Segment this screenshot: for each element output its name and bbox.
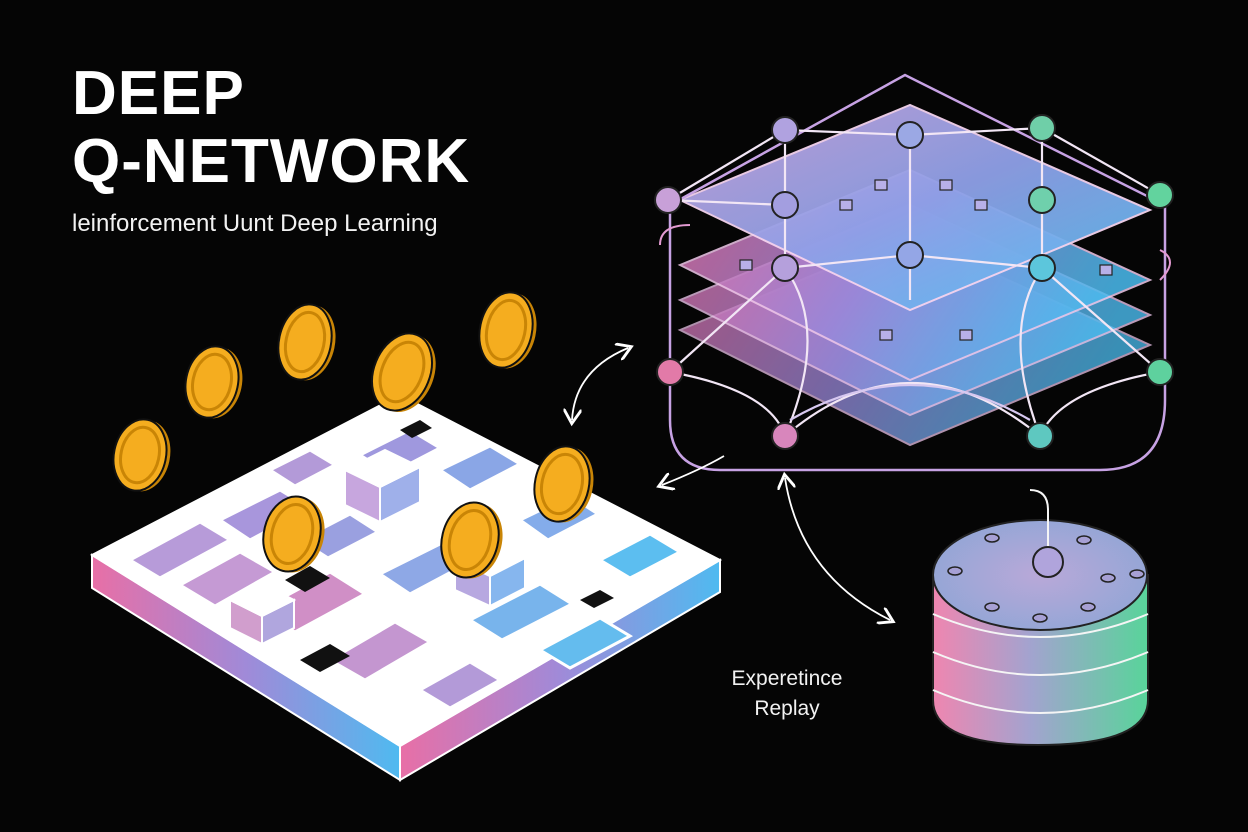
network-node [896, 121, 924, 149]
network-node [771, 191, 799, 219]
network-node [771, 422, 799, 450]
network-node [654, 186, 682, 214]
replay-label-line-1: Experetince [731, 667, 843, 690]
network-node [656, 358, 684, 386]
coins [112, 291, 594, 579]
page-title-line-2: Q-NETWORK [72, 127, 471, 196]
gold-coin-icon [371, 332, 436, 413]
title-block: DEEP Q-NETWORK leinforcement Uunt Deep L… [72, 60, 470, 238]
network-node [1028, 254, 1056, 282]
network-node [771, 116, 799, 144]
experience-replay-label: Experetince Replay [712, 664, 862, 724]
network-node [896, 241, 924, 269]
page-subtitle: leinforcement Uunt Deep Learning [72, 210, 438, 237]
network-node [1028, 114, 1056, 142]
layered-neural-network-icon [654, 73, 1174, 472]
gold-coin-icon [440, 501, 503, 579]
gold-coin-icon [262, 495, 325, 573]
network-node [1028, 186, 1056, 214]
network-node [1026, 422, 1054, 450]
network-node [771, 254, 799, 282]
curved-double-arrow-icon [572, 348, 890, 620]
gold-coin-icon [533, 445, 594, 523]
replay-label-line-2: Replay [754, 697, 820, 720]
network-node [1146, 181, 1174, 209]
gold-coin-icon [184, 345, 243, 419]
page-title-line-1: DEEP [72, 59, 245, 128]
gold-coin-icon [112, 418, 171, 492]
maze-icon [89, 393, 723, 782]
gold-coin-icon [478, 291, 537, 369]
gold-coin-icon [277, 303, 336, 381]
network-node [1146, 358, 1174, 386]
stacked-database-icon [932, 489, 1149, 747]
